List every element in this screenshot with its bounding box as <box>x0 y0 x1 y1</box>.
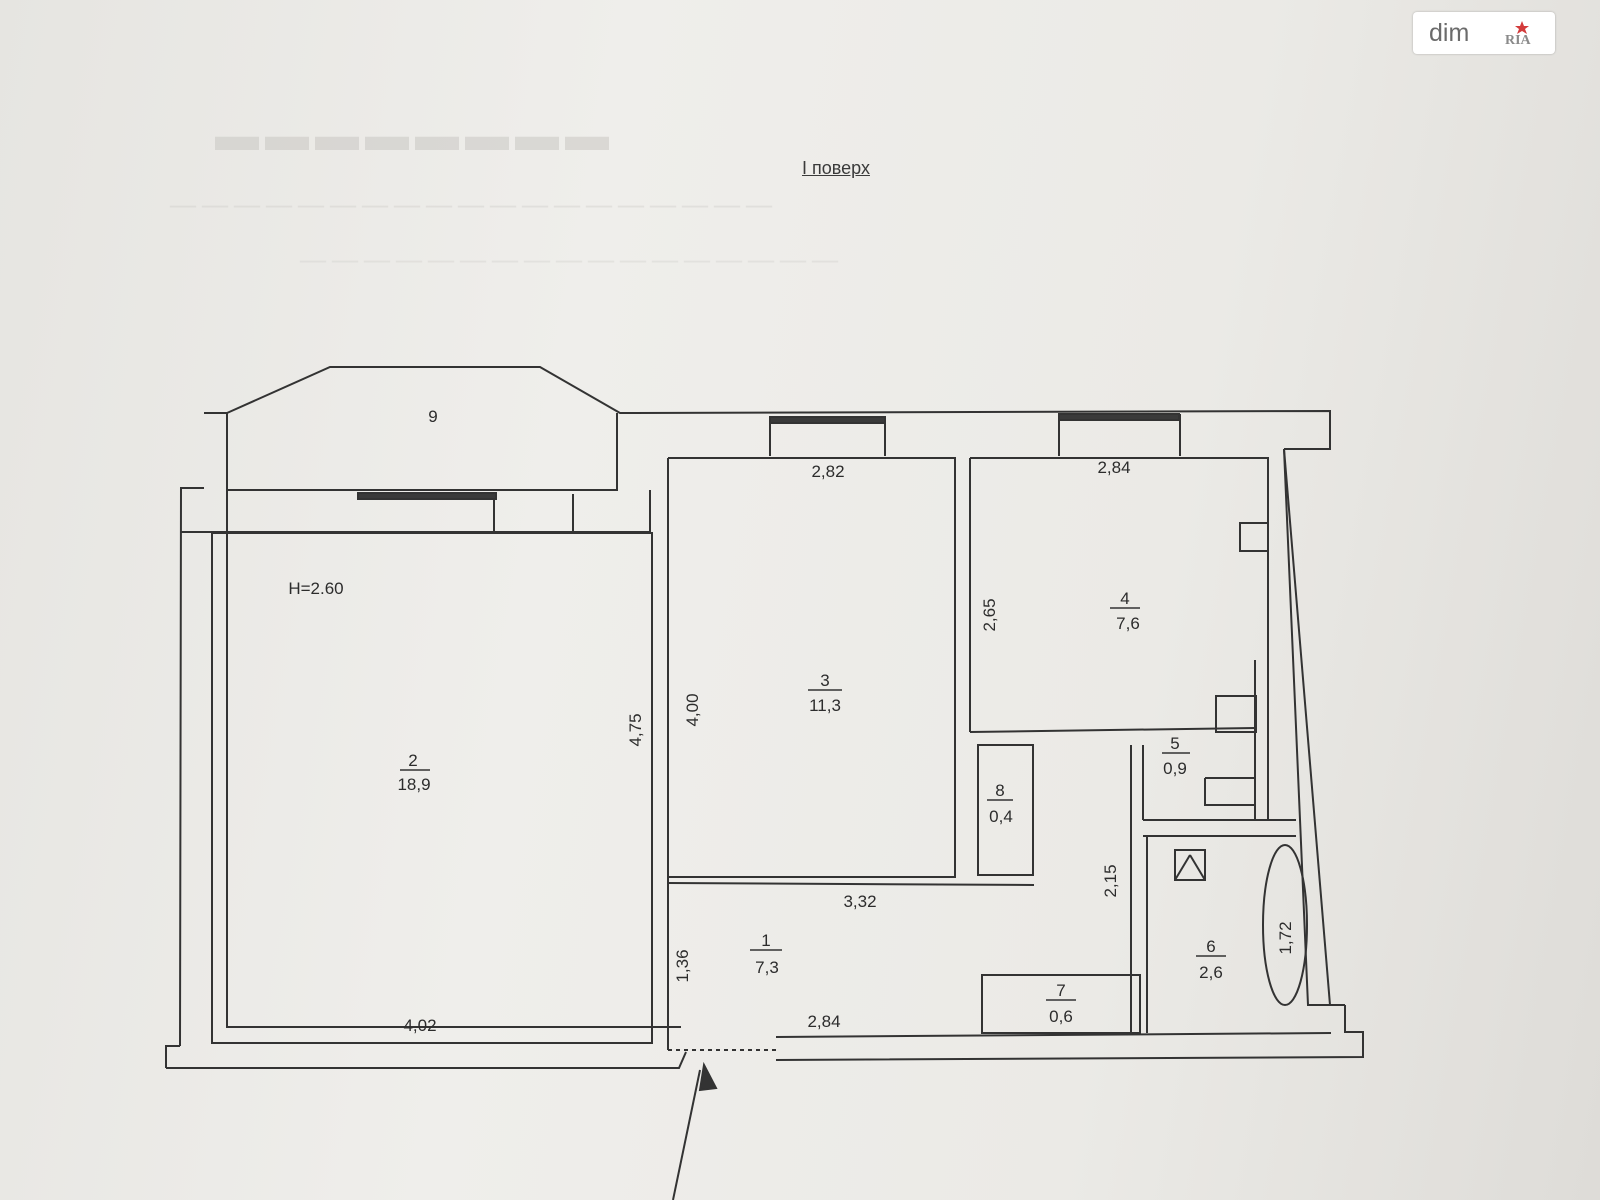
balcony-window <box>357 492 497 500</box>
room-9-number: 9 <box>428 407 437 426</box>
plan-walls <box>165 366 1364 1200</box>
room-6-area: 2,6 <box>1199 963 1223 982</box>
balcony-outline <box>226 366 1331 450</box>
outer-wall <box>165 1045 180 1068</box>
logo-text: RIA <box>1505 33 1532 48</box>
outer-wall <box>204 412 681 1028</box>
bleed-through-decoration: ——————————————————— <box>170 190 778 219</box>
room-4-outline <box>970 457 1269 820</box>
ceiling-height: H=2.60 <box>288 579 343 598</box>
dim-room3-bottom: 3,32 <box>843 892 876 911</box>
bathtub <box>1262 844 1308 1006</box>
plan-title: I поверх <box>802 158 870 178</box>
room-4-appliance <box>1215 695 1257 733</box>
outer-wall <box>166 1051 687 1069</box>
room-4-number: 4 <box>1120 589 1129 608</box>
bleed-through-decoration: ————————————————— <box>300 245 844 274</box>
outer-wall <box>179 487 204 1047</box>
dim-room2-bottom: 4,02 <box>403 1016 436 1035</box>
room-3-area: 11,3 <box>809 696 841 715</box>
room-3-outline <box>668 457 956 878</box>
balcony-outline <box>227 413 618 491</box>
entrance-line <box>672 1069 701 1200</box>
room-1-area: 7,3 <box>755 958 779 977</box>
outer-wall <box>1283 448 1331 1006</box>
room-1-number: 1 <box>761 931 770 950</box>
room-2-number: 2 <box>408 751 417 770</box>
room-4-niche <box>1239 522 1269 552</box>
watermark-text: dim <box>1429 18 1470 47</box>
wall <box>969 727 1256 733</box>
outer-wall <box>1283 448 1345 1006</box>
dim-corridor-right: 2,15 <box>1101 864 1120 897</box>
window <box>1058 413 1180 421</box>
room-8-number: 8 <box>995 781 1004 800</box>
room-6-fixture <box>1174 849 1206 881</box>
ria-logo-icon: RIA <box>1500 18 1550 48</box>
dim-room4-top: 2,84 <box>1097 458 1130 477</box>
room-6-number: 6 <box>1206 937 1215 956</box>
room-7-number: 7 <box>1056 981 1065 1000</box>
dim-room6-bath: 1,72 <box>1276 921 1295 954</box>
room-5-number: 5 <box>1170 734 1179 753</box>
room-7-outline <box>981 974 1141 1034</box>
room-8-area: 0,4 <box>989 807 1013 826</box>
dim-room1-bottom: 2,84 <box>807 1012 840 1031</box>
room-5-area: 0,9 <box>1163 759 1187 778</box>
outer-wall <box>775 1032 1332 1038</box>
dim-room3-left: 4,00 <box>683 693 702 726</box>
room-3-number: 3 <box>820 671 829 690</box>
wall <box>667 882 1035 886</box>
entrance-arrow-icon <box>698 1061 718 1092</box>
room-2-outline <box>211 532 653 1044</box>
dim-room4-left: 2,65 <box>980 598 999 631</box>
outer-wall <box>775 1005 1364 1061</box>
room-6-fixture-line <box>1189 854 1206 881</box>
room-labels: 9 2 18,9 3 11,3 4 7,6 5 0,9 6 2,6 7 0,6 … <box>288 407 1295 1035</box>
room-2-area: 18,9 <box>397 775 430 794</box>
room-5-fixture <box>1204 777 1256 806</box>
room-7-area: 0,6 <box>1049 1007 1073 1026</box>
room-6-fixture-line <box>1174 854 1191 881</box>
bleed-through-decoration: ▬▬▬▬▬▬▬▬ <box>215 111 615 160</box>
dim-room1-left: 1,36 <box>673 949 692 982</box>
dim-room3-top: 2,82 <box>811 462 844 481</box>
room-4-area: 7,6 <box>1116 614 1140 633</box>
room-8-outline <box>977 744 1034 876</box>
dim-room2-right: 4,75 <box>626 713 645 746</box>
window <box>769 416 886 424</box>
